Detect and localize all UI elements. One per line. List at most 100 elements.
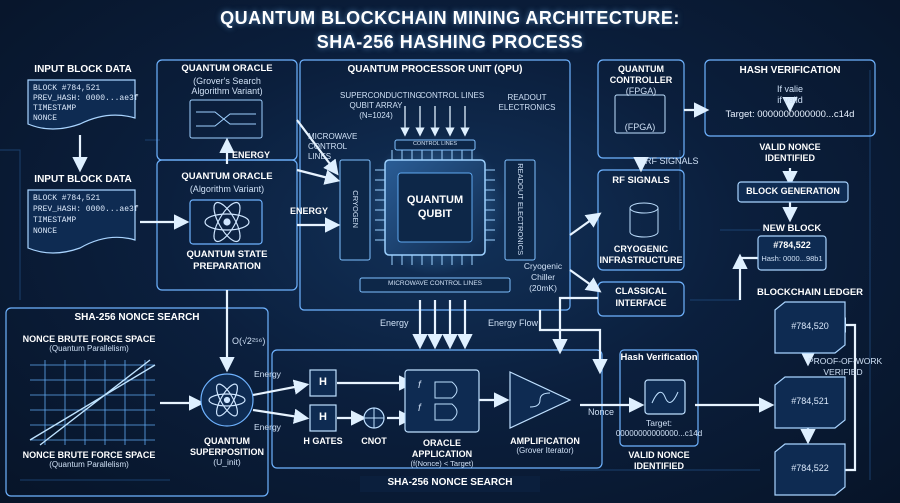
- nonce-search-panel: [5, 307, 269, 497]
- space-bottom-2: (Quantum Parallelism): [49, 460, 129, 469]
- title-line-2: SHA-256 HASHING PROCESS: [316, 32, 584, 52]
- readout-2: ELECTRONICS: [498, 103, 556, 112]
- hash-bottom-panel: [619, 349, 699, 447]
- hash-top-target: Target: 0000000000000...c14d: [725, 109, 855, 120]
- oracle-f-1: f: [418, 380, 421, 391]
- space-top-1: NONCE BRUTE FORCE SPACE: [22, 334, 156, 344]
- classical-2: INTERFACE: [615, 298, 667, 308]
- new-block-hash: Hash: 0000...98b1: [761, 254, 823, 263]
- valid-top-1: VALID NONCE: [759, 142, 821, 152]
- rf-title: RF SIGNALS: [612, 175, 670, 186]
- valid-bottom-1: VALID NONCE: [628, 450, 690, 460]
- superposition-3: (U_init): [213, 457, 241, 467]
- amplification-1: AMPLIFICATION: [510, 436, 580, 446]
- oracle-top-sub-2: Algorithm Variant): [191, 86, 263, 96]
- energy-bottom-1: Energy: [380, 318, 409, 328]
- input-top-heading: INPUT BLOCK DATA: [34, 64, 132, 75]
- superposition-symbol: [200, 373, 254, 427]
- qubit-array-2: QUBIT ARRAY: [349, 101, 403, 110]
- ledger-block-2-label: #784,521: [791, 396, 829, 406]
- valid-bottom-2: IDENTIFIED: [633, 461, 684, 471]
- block-generation-box: [737, 181, 849, 203]
- microwave-3: LINES: [308, 152, 332, 161]
- cryo-chiller-2: Chiller: [530, 272, 556, 282]
- chip-label-2: QUBIT: [417, 208, 453, 220]
- input-mid-heading: INPUT BLOCK DATA: [34, 174, 132, 185]
- oracle-app-1: ORACLE: [423, 438, 461, 448]
- circuit-panel: [271, 349, 603, 469]
- rf-signals-small: RF SIGNALS: [645, 156, 699, 166]
- nonce-search-bottom-title: SHA-256 NONCE SEARCH: [387, 477, 513, 488]
- input-mid-line-2: PREV_HASH: 0000...ae3f: [33, 205, 139, 214]
- block-generation: BLOCK GENERATION: [746, 186, 840, 196]
- cnot-label: CNOT: [361, 436, 387, 446]
- valid-top-2: IDENTIFIED: [764, 153, 815, 163]
- cryogenic-2: INFRASTRUCTURE: [599, 255, 683, 265]
- amplification-2: (Grover Iterator): [516, 446, 574, 455]
- ledger-block-1-label: #784,520: [791, 321, 829, 331]
- chip-label-1: QUANTUM: [406, 194, 464, 206]
- readout-vertical-label: READOUT ELECTRONICS: [516, 163, 526, 256]
- energy-right-label: ENERGY: [290, 206, 329, 216]
- oracle-mid-sub: (Algorithm Variant): [189, 184, 265, 194]
- controller-title-1: QUANTUM: [618, 64, 664, 74]
- oracle-app-2: APPLICATION: [411, 449, 473, 459]
- input-mid-line-1: BLOCK #784,521: [33, 194, 101, 203]
- nonce-space-grid: [29, 359, 156, 446]
- space-bottom-1: NONCE BRUTE FORCE SPACE: [22, 450, 156, 460]
- cryo-chiller-3: (20mK): [529, 283, 557, 293]
- energy-left-1: Energy: [254, 369, 281, 379]
- oracle-top-sub-1: (Grover's Search: [193, 76, 261, 86]
- controller-title-2: CONTROLLER: [609, 75, 673, 85]
- state-prep-line-1: QUANTUM STATE: [186, 249, 268, 260]
- hash-bottom-target-1: Target:: [646, 418, 672, 428]
- qubit-array-1: SUPERCONDUCTING: [340, 91, 422, 100]
- title-line-1: QUANTUM BLOCKCHAIN MINING ARCHITECTURE:: [220, 8, 680, 28]
- energy-bottom-2: Energy Flow: [488, 318, 539, 328]
- input-top-line-1: BLOCK #784,521: [33, 84, 101, 93]
- oracle-top-title: QUANTUM ORACLE: [181, 63, 273, 74]
- space-top-2: (Quantum Parallelism): [49, 344, 129, 353]
- ledger-block-3: [774, 443, 846, 496]
- energy-left-2: Energy: [254, 422, 281, 432]
- qubit-array-3: (N=1024): [359, 111, 393, 120]
- new-block-box: [757, 235, 827, 271]
- controller-title-3: (FPGA): [625, 86, 657, 96]
- qpu-chip: [339, 135, 536, 293]
- oracle-mid-title: QUANTUM ORACLE: [181, 171, 273, 182]
- ledger-block-1: [774, 301, 846, 354]
- input-mid-line-3: TIMESTAMP: [33, 216, 77, 225]
- h-gate-top-label: H: [319, 376, 327, 388]
- h-gate-bottom-label: H: [319, 411, 327, 423]
- oracle-f-2: f: [418, 403, 421, 414]
- microwave-1: MICROWAVE: [308, 132, 358, 141]
- nonce-label: Nonce: [588, 407, 615, 417]
- input-doc-top: [27, 79, 136, 130]
- h-gates-label: H GATES: [303, 436, 343, 446]
- complexity-label: O(√2²⁵⁶): [232, 336, 266, 346]
- energy-up-label: ENERGY: [232, 150, 271, 160]
- hash-bottom-target-2: 00000000000000...c14d: [615, 429, 703, 438]
- input-mid-line-4: NONCE: [33, 227, 58, 236]
- hash-bottom-title: Hash Verification: [620, 352, 698, 363]
- state-prep-line-2: PREPARATION: [193, 261, 261, 272]
- superposition-2: SUPERPOSITION: [189, 447, 264, 457]
- qpu-title: QUANTUM PROCESSOR UNIT (QPU): [347, 64, 523, 75]
- new-block-number: #784,522: [773, 240, 811, 250]
- hash-top-panel: [704, 59, 876, 137]
- ledger-block-3-label: #784,522: [791, 463, 829, 473]
- readout-1: READOUT: [507, 93, 547, 102]
- input-top-line-2: PREV_HASH: 0000...ae3f: [33, 94, 139, 103]
- hash-top-line-1: If valie: [776, 84, 803, 94]
- control-strip-label: CONTROL LINES: [412, 141, 458, 147]
- input-doc-mid: [27, 189, 136, 254]
- hash-top-line-2: if valid: [777, 95, 803, 105]
- pow-2: VERIFIED: [823, 367, 863, 377]
- oracle-app-3: (f(Nonce) < Target): [410, 459, 474, 468]
- h-gate-bottom: [309, 404, 337, 432]
- nonce-search-title: SHA-256 NONCE SEARCH: [74, 312, 200, 323]
- microwave-strip-label: MICROWAVE CONTROL LINES: [387, 280, 483, 287]
- hash-top-title: HASH VERIFICATION: [739, 65, 841, 76]
- input-top-line-3: TIMESTAMP: [33, 104, 77, 113]
